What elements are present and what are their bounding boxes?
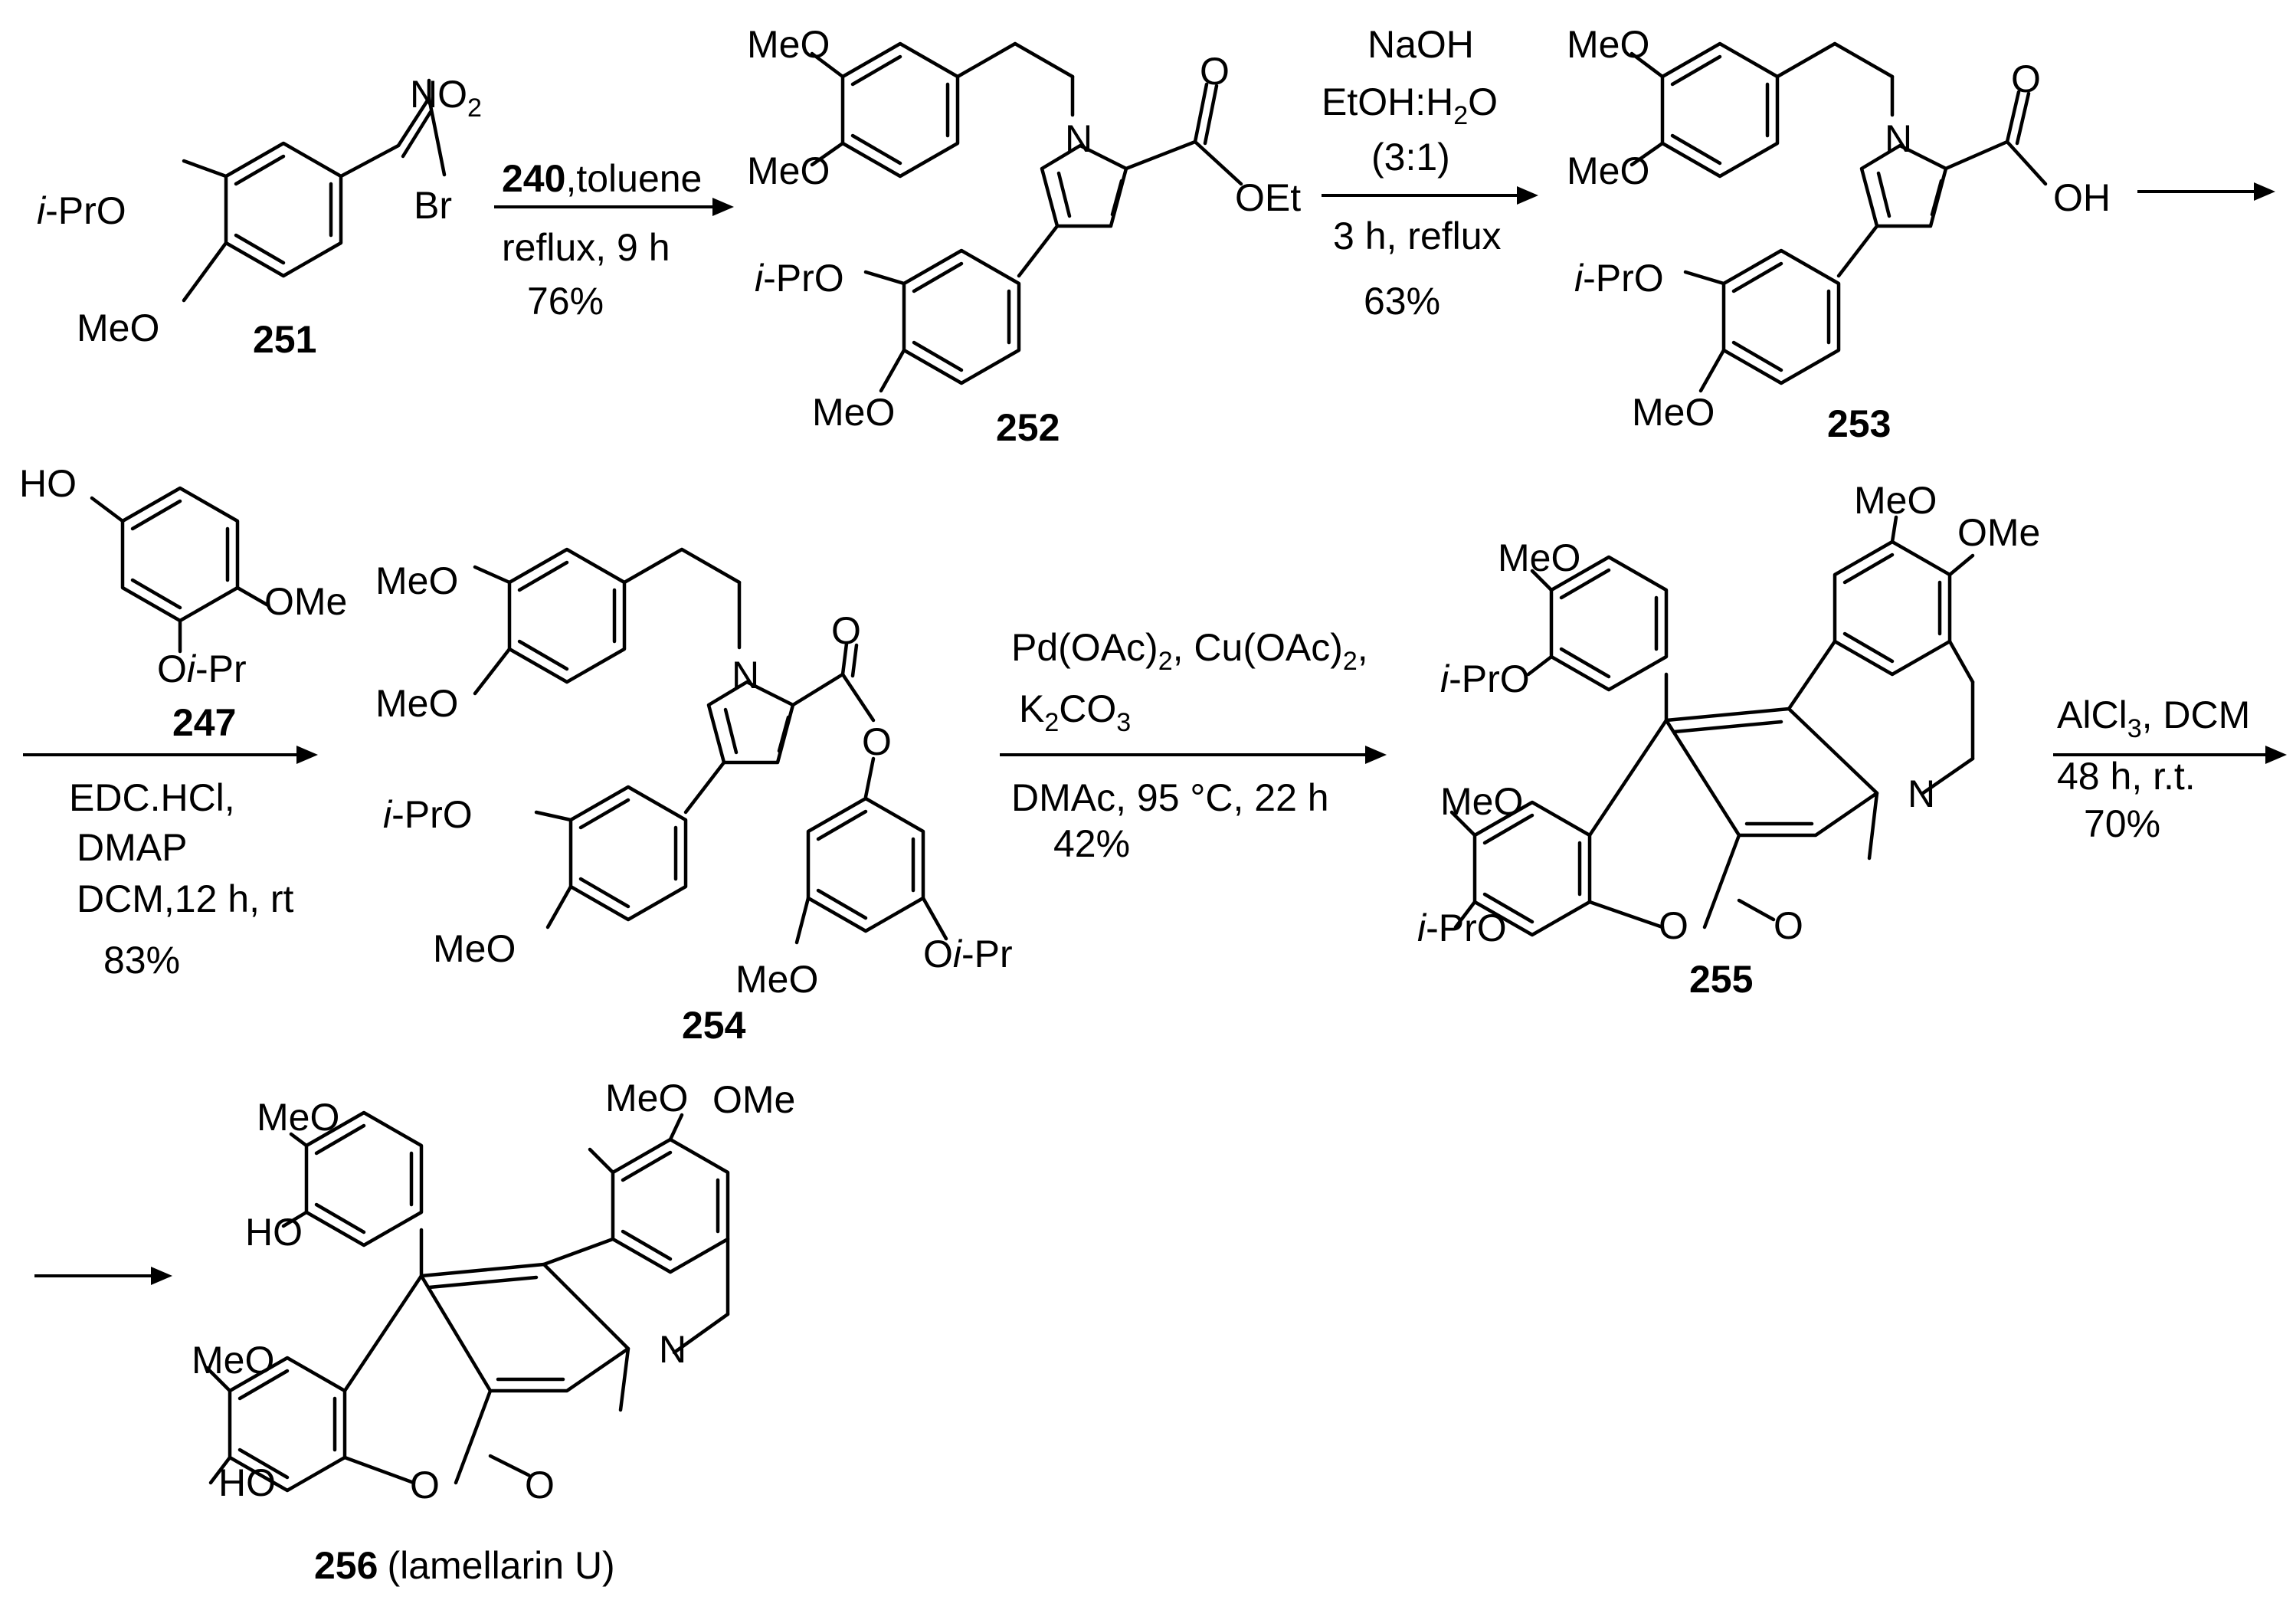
step1-reagent: 240,toluene	[502, 157, 702, 200]
compound-256-label: 256(lamellarin U)	[314, 1544, 615, 1587]
step4-conditions: DMAc, 95 °C, 22 h	[1011, 776, 1329, 819]
compound-252-ipro: i-PrO	[755, 257, 844, 300]
compound-253-oh: OH	[2053, 176, 2111, 219]
compound-255-ome-1: OMe	[1957, 511, 2040, 554]
compound-255-meo-3: MeO	[1440, 780, 1523, 823]
reaction-arrow-6	[2053, 746, 2287, 764]
compound-247-number: 247	[172, 701, 236, 744]
compound-254-meo-2: MeO	[375, 682, 458, 725]
compound-253: MeO MeO N O OH i-PrO MeO 253	[1567, 23, 2111, 445]
step4-base: K2CO3	[1019, 687, 1131, 737]
compound-252: MeO MeO N O OEt i-PrO MeO 252	[747, 23, 1301, 449]
compound-255-meo-2: MeO	[1498, 536, 1580, 579]
step1-conditions: reflux, 9 h	[502, 226, 670, 269]
compound-256: MeO OMe MeO HO N MeO HO O O 256(lamellar…	[192, 1077, 795, 1587]
compound-255-n: N	[1908, 772, 1935, 815]
compound-253-meo-2: MeO	[1567, 149, 1649, 192]
compound-247-ome: OMe	[264, 580, 347, 623]
step3-reagent: EDC.HCl,	[69, 776, 235, 819]
reaction-arrow-5	[1000, 746, 1387, 764]
compound-254-oipr: Oi-Pr	[923, 933, 1013, 975]
compound-256-ho-2: HO	[218, 1461, 276, 1504]
compound-254-o-carbonyl: O	[831, 609, 861, 652]
compound-254-number: 254	[682, 1004, 746, 1047]
compound-254-o-ester: O	[862, 720, 892, 763]
reaction-arrow-3	[2137, 182, 2275, 201]
compound-253-n: N	[1885, 117, 1912, 160]
step2-yield: 63%	[1364, 280, 1440, 323]
compound-256-ho-1: HO	[245, 1211, 303, 1254]
compound-256-n: N	[659, 1328, 686, 1371]
step5-reagent: AlCl3, DCM	[2057, 693, 2250, 743]
compound-256-ome-1: OMe	[712, 1078, 795, 1121]
step4-yield: 42%	[1053, 822, 1130, 865]
compound-254-meo-1: MeO	[375, 559, 458, 602]
compound-255-o-carbonyl: O	[1774, 904, 1803, 947]
step4-catalyst: Pd(OAc)2, Cu(OAc)2,	[1011, 626, 1368, 676]
step2-base: NaOH	[1367, 23, 1474, 66]
compound-253-ipro: i-PrO	[1574, 257, 1664, 300]
step5-conditions: 48 h, r.t.	[2057, 755, 2196, 798]
compound-255-o-ring: O	[1659, 904, 1688, 947]
step5-yield: 70%	[2084, 802, 2160, 845]
compound-255-meo-1: MeO	[1854, 479, 1937, 522]
compound-251-br: Br	[414, 184, 452, 227]
compound-252-oet: OEt	[1235, 176, 1301, 219]
compound-255-ipro-2: i-PrO	[1417, 907, 1507, 949]
compound-251-number: 251	[253, 318, 316, 361]
compound-251-meo: MeO	[77, 307, 159, 349]
compound-251-no2: NO2	[410, 73, 482, 123]
reaction-arrow-7	[34, 1267, 172, 1285]
compound-251: i-PrO MeO NO2 Br 251	[37, 73, 482, 361]
compound-252-meo-2: MeO	[747, 149, 830, 192]
compound-254-n: N	[732, 654, 759, 697]
compound-254-meo-4: MeO	[735, 958, 818, 1001]
compound-255: MeO OMe MeO i-PrO N MeO i-PrO O O 255	[1417, 479, 2040, 1001]
compound-252-n: N	[1065, 117, 1092, 160]
compound-247-oipr: Oi-Pr	[157, 648, 247, 690]
compound-256-meo-2: MeO	[257, 1096, 339, 1139]
compound-252-number: 252	[996, 406, 1060, 449]
step3-conditions: DCM,12 h, rt	[77, 877, 294, 920]
step2-solvent: EtOH:H2O	[1322, 80, 1498, 130]
reaction-arrow-4	[23, 746, 318, 764]
compound-253-number: 253	[1827, 402, 1891, 445]
compound-247-ho: HO	[19, 462, 77, 505]
step3-yield: 83%	[103, 939, 180, 982]
compound-254-meo-3: MeO	[433, 927, 516, 970]
compound-256-meo-1: MeO	[605, 1077, 688, 1120]
reaction-arrow-2	[1322, 186, 1538, 205]
reaction-arrow-1	[494, 198, 734, 216]
compound-254-ipro: i-PrO	[383, 793, 473, 836]
compound-252-o: O	[1200, 50, 1230, 93]
compound-255-ipro-1: i-PrO	[1440, 657, 1530, 700]
compound-252-meo-1: MeO	[747, 23, 830, 66]
compound-247: HO OMe Oi-Pr 247	[19, 462, 347, 744]
compound-254: MeO MeO N O O i-PrO MeO MeO Oi-Pr 254	[375, 547, 1013, 1047]
compound-251-ipro: i-PrO	[37, 189, 126, 232]
compound-253-meo-3: MeO	[1632, 391, 1715, 434]
compound-252-meo-3: MeO	[812, 391, 895, 434]
compound-256-meo-3: MeO	[192, 1339, 274, 1382]
compound-253-meo-1: MeO	[1567, 23, 1649, 66]
step2-conditions: 3 h, reflux	[1333, 215, 1502, 257]
compound-255-number: 255	[1689, 958, 1753, 1001]
step3-catalyst: DMAP	[77, 826, 187, 869]
step2-ratio: (3:1)	[1371, 136, 1450, 179]
compound-253-o: O	[2011, 57, 2041, 100]
step1-yield: 76%	[527, 280, 604, 323]
compound-256-o-carbonyl: O	[525, 1464, 555, 1507]
compound-256-o-ring: O	[410, 1464, 440, 1507]
